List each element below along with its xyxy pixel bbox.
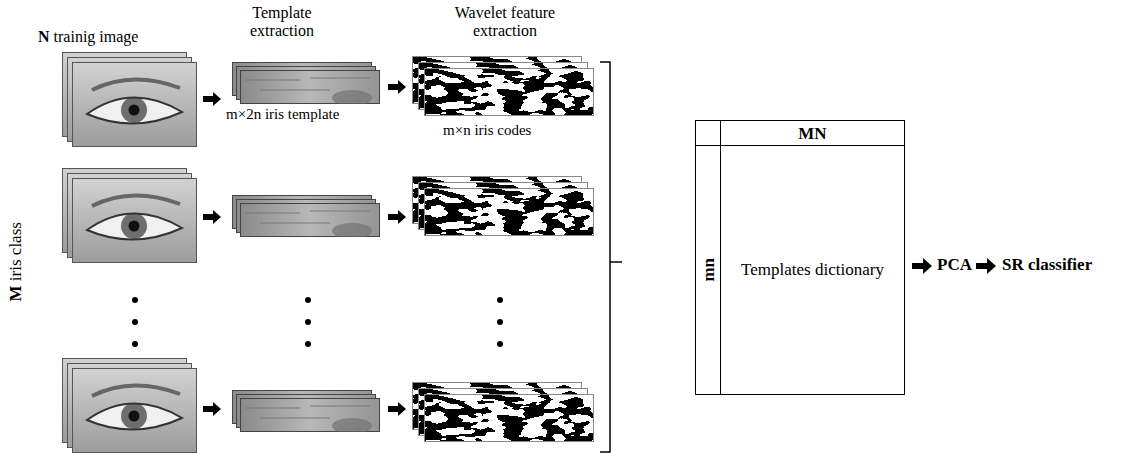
column-heading: N trainig image (38, 28, 138, 46)
column-heading: Template extraction (227, 4, 337, 41)
column-header: MN (798, 124, 826, 144)
row-header: mn (699, 258, 719, 282)
step-label: PCA (937, 255, 972, 275)
grid-line (696, 145, 904, 146)
column-heading: Wavelet feature extraction (440, 4, 570, 41)
dictionary-box: MN mn Templates dictionary (695, 120, 905, 395)
iris-code-stack (412, 56, 594, 442)
ellipsis-dots (132, 297, 503, 347)
size-label: m×n iris codes (443, 122, 531, 139)
row-arrows (203, 80, 406, 416)
bracket (600, 62, 622, 452)
grid-line (720, 121, 721, 394)
step-label: SR classifier (1002, 255, 1092, 275)
box-title: Templates dictionary (740, 260, 885, 280)
eye-image-stack (63, 53, 197, 453)
axis-label: M iris class (6, 222, 26, 301)
size-label: m×2n iris template (226, 106, 339, 123)
